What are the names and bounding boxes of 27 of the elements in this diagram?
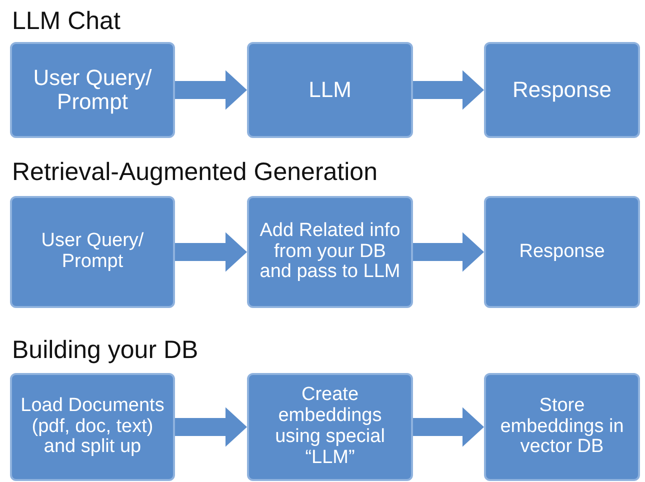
box-text: Add Related info from your DB and pass to LLM	[258, 220, 402, 284]
process-box	[484, 42, 640, 138]
box-text: Store embeddings in vector DB	[499, 396, 625, 458]
block-arrow	[413, 407, 484, 447]
box-text: Load Documents (pdf, doc, text) and split up	[20, 396, 165, 458]
section-heading: Building your DB	[12, 335, 198, 365]
process-box	[247, 373, 413, 481]
process-box	[484, 373, 640, 481]
process-box	[10, 196, 175, 308]
process-box	[484, 196, 640, 308]
box-text: User Query/ Prompt	[32, 66, 153, 114]
box-text: Response	[512, 78, 612, 102]
section-heading: LLM Chat	[12, 6, 120, 36]
block-arrow	[413, 70, 484, 110]
block-arrow	[175, 70, 247, 110]
process-box	[10, 42, 175, 138]
process-box	[247, 42, 413, 138]
block-arrow	[413, 232, 484, 272]
block-arrow	[175, 407, 247, 447]
block-arrow	[175, 232, 247, 272]
process-box	[10, 373, 175, 481]
box-text: User Query/ Prompt	[40, 231, 145, 273]
section-heading: Retrieval-Augmented Generation	[12, 157, 378, 187]
box-text: LLM	[308, 78, 352, 102]
box-text: Create embeddings using special “LLM”	[274, 385, 386, 469]
box-text: Response	[519, 242, 605, 262]
process-box	[247, 196, 413, 308]
